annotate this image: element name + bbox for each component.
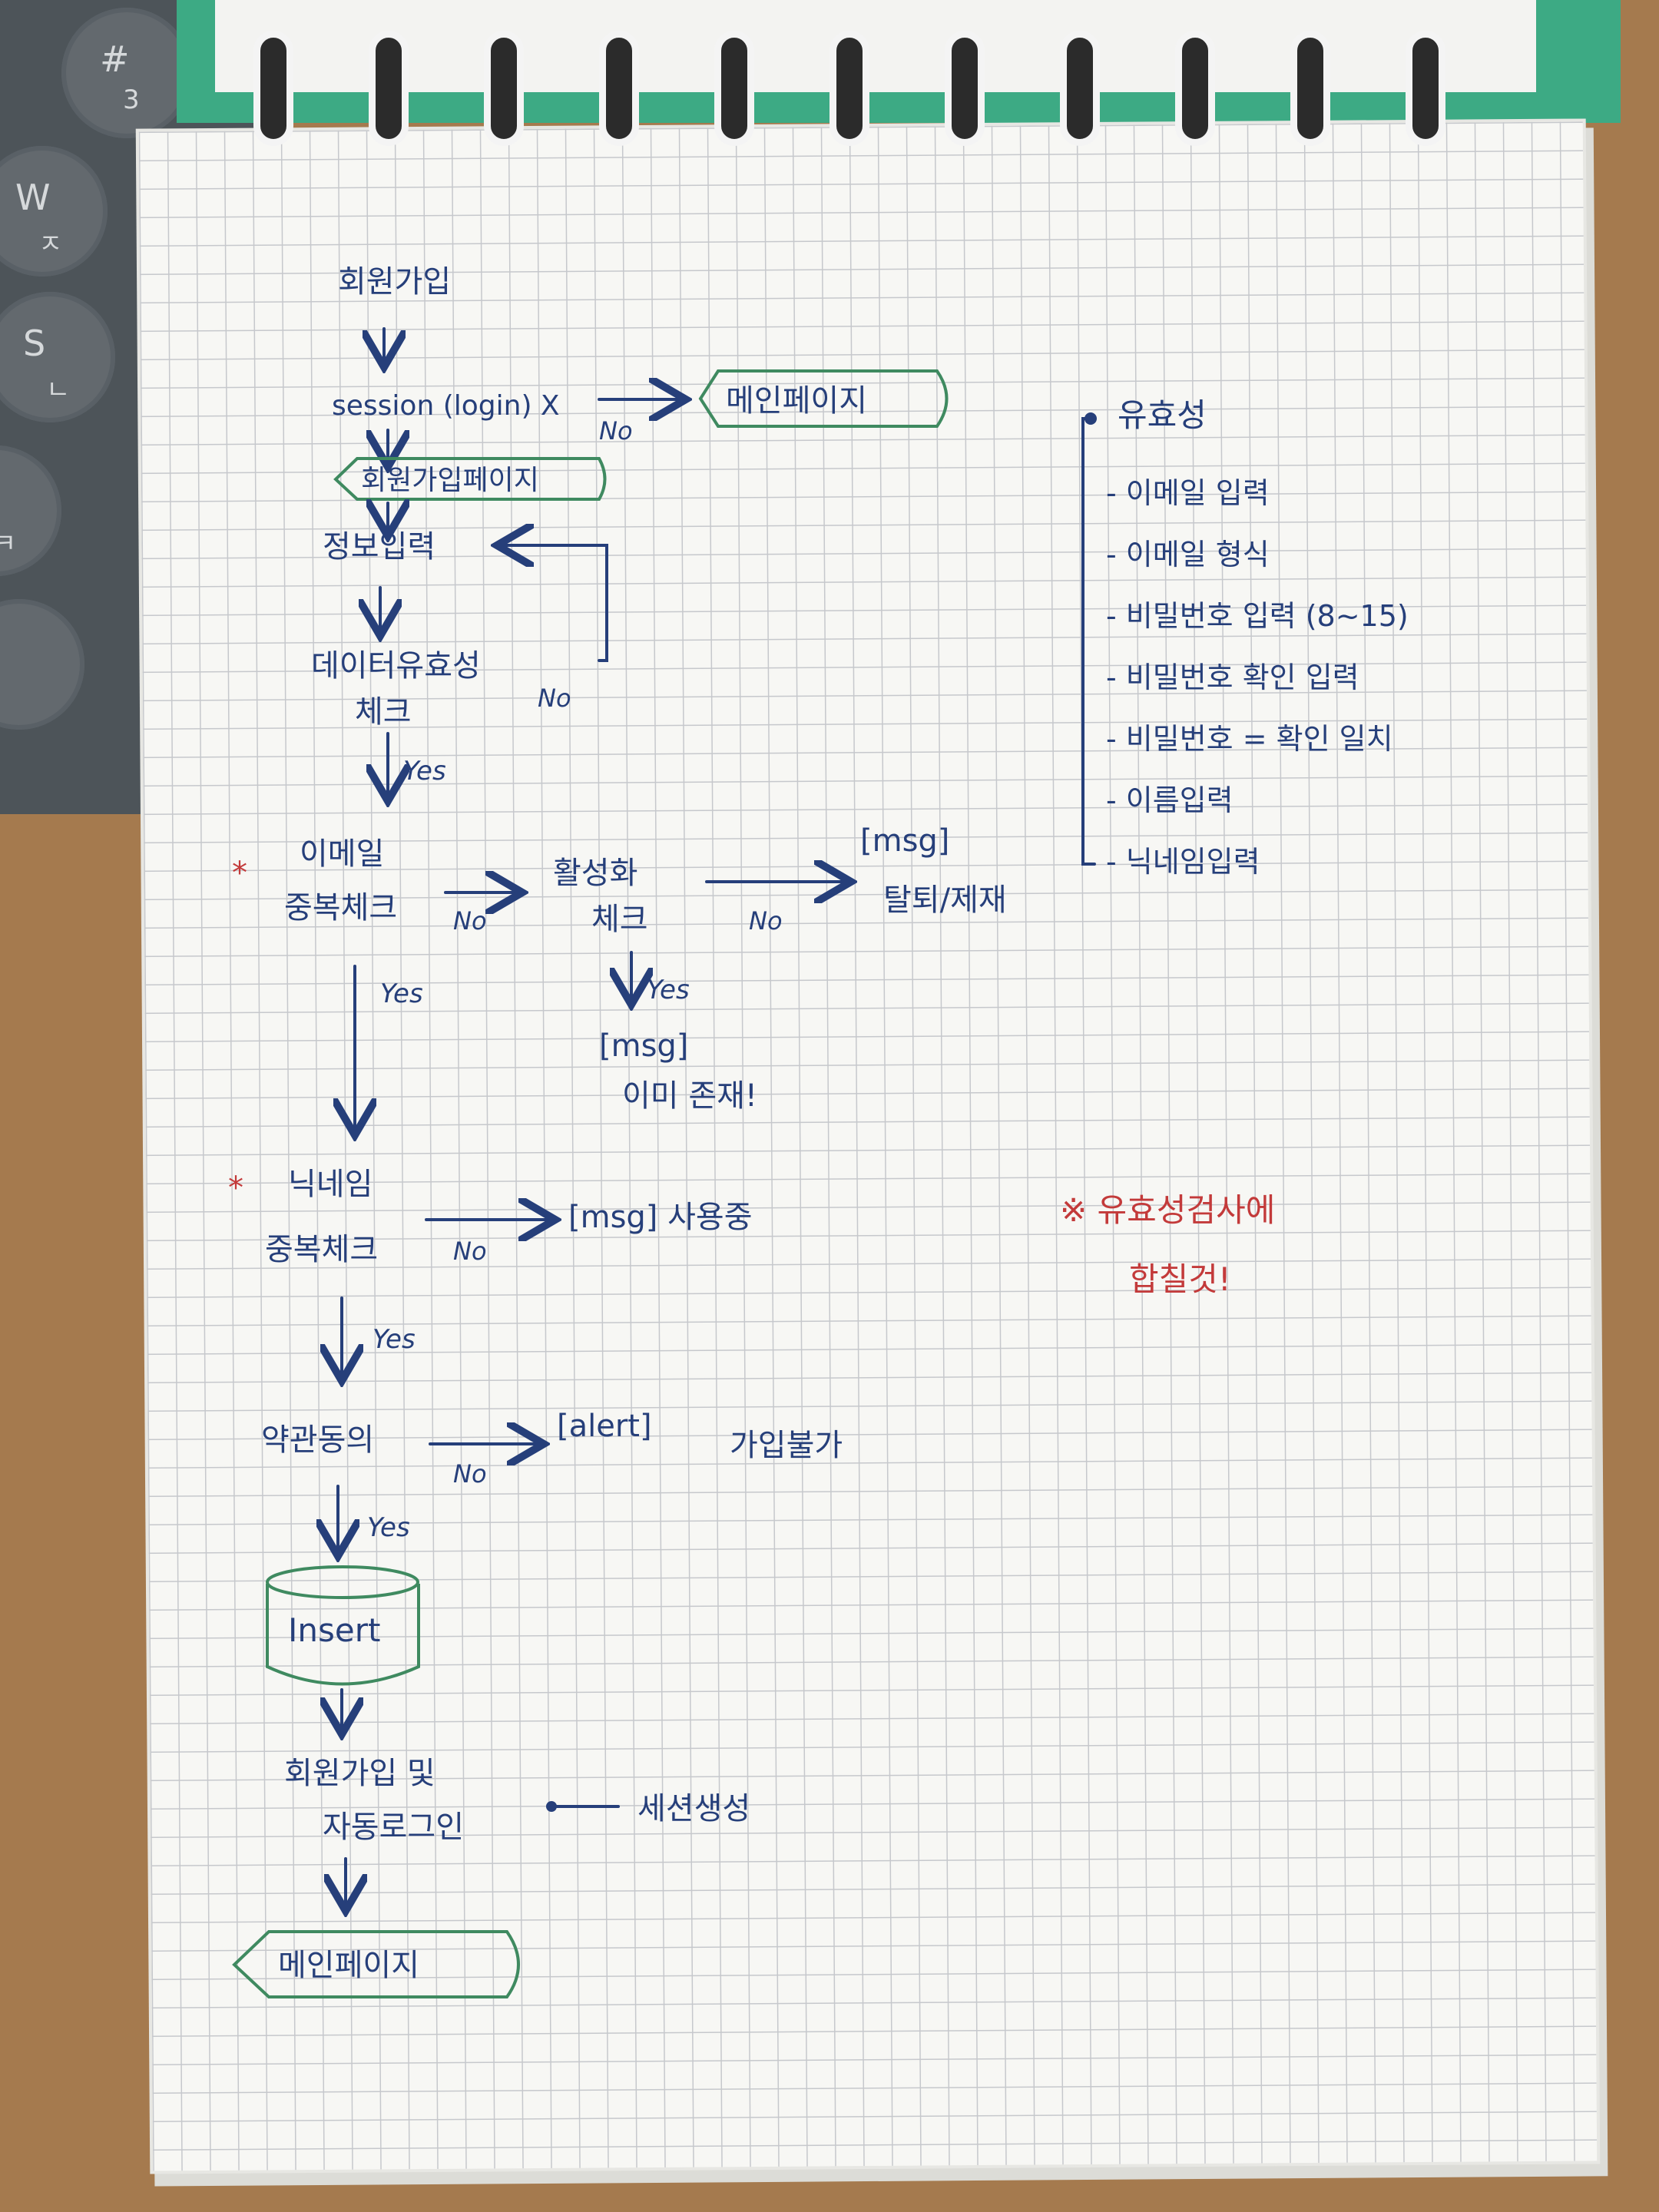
no-label: No <box>599 416 633 445</box>
note-label: ※ 유효성검사에 <box>1060 1191 1275 1229</box>
red-star-icon: * <box>232 856 247 891</box>
validity-item: - 이름입력 <box>1106 783 1233 817</box>
signup-page-label: 회원가입페이지 <box>361 465 539 496</box>
main-page-terminal-shape <box>232 1930 520 1998</box>
validity-item: - 비밀번호 = 확인 일치 <box>1106 722 1393 756</box>
nick-dup-label: 중복체크 <box>265 1232 378 1267</box>
active-check-label: 활성화 <box>553 856 637 891</box>
loop-arrow <box>503 545 608 662</box>
yes-label: Yes <box>380 979 423 1009</box>
bracket-line <box>1081 417 1096 866</box>
spiral-ring <box>1060 31 1100 146</box>
session-label: session (login) X <box>332 390 560 422</box>
exists-label: 이미 존재! <box>622 1078 757 1114</box>
msg-in-use-label: [msg] 사용중 <box>568 1200 753 1235</box>
no-label: No <box>453 1237 487 1266</box>
yes-label: Yes <box>373 1324 416 1355</box>
spiral-ring <box>830 31 869 146</box>
main-page-terminal-shape <box>698 369 949 428</box>
email-dup-label: 이메일 <box>300 836 384 872</box>
insert-label: Insert <box>288 1611 380 1649</box>
signup-page-terminal-shape <box>333 457 607 501</box>
no-label: No <box>453 906 487 935</box>
spiral-ring <box>714 31 754 146</box>
signup-login-label: 회원가입 및 <box>284 1756 435 1791</box>
no-label: No <box>538 684 571 713</box>
no-label: No <box>453 1459 487 1488</box>
database-top <box>266 1565 419 1599</box>
cannot-join-label: 가입불가 <box>730 1428 843 1463</box>
validity-item: - 비밀번호 입력 (8~15) <box>1106 599 1409 633</box>
keyboard-key: #3 <box>61 8 192 138</box>
email-dup-label: 중복체크 <box>284 890 397 926</box>
spiral-ring <box>599 31 639 146</box>
session-create-label: 세션생성 <box>637 1791 750 1826</box>
msg-label: [msg] <box>599 1028 688 1064</box>
spiral-ring <box>945 31 985 146</box>
msg-label: [msg] <box>860 823 949 859</box>
note-label: 합칠것! <box>1129 1260 1231 1298</box>
yes-label: Yes <box>647 975 690 1005</box>
validity-item: - 이메일 입력 <box>1106 476 1270 510</box>
validity-item: - 이메일 형식 <box>1106 538 1270 571</box>
active-check-label: 체크 <box>591 902 648 937</box>
main-page-label: 메인페이지 <box>726 383 867 419</box>
spiral-ring <box>1406 31 1445 146</box>
spiral-ring <box>484 31 524 146</box>
yes-label: Yes <box>403 756 446 786</box>
nick-dup-label: 닉네임 <box>288 1167 373 1202</box>
alert-label: [alert] <box>557 1409 652 1444</box>
red-star-icon: * <box>228 1171 243 1206</box>
withdraw-label: 탈퇴/제재 <box>883 882 1007 918</box>
validity-item: - 비밀번호 확인 입력 <box>1106 661 1359 694</box>
spiral-ring <box>1175 31 1215 146</box>
signup-login-label: 자동로그인 <box>323 1810 464 1845</box>
terms-label: 약관동의 <box>261 1422 374 1458</box>
database-icon <box>266 1584 420 1686</box>
spiral-ring <box>1290 31 1330 146</box>
spiral-ring <box>253 31 293 146</box>
yes-label: Yes <box>367 1512 410 1543</box>
validity-item: - 닉네임입력 <box>1106 845 1260 879</box>
start-label: 회원가입 <box>338 264 451 300</box>
main-page-label: 메인페이지 <box>278 1948 419 1983</box>
validity-check-label: 체크 <box>355 694 412 730</box>
no-label: No <box>749 906 783 935</box>
spiral-ring <box>369 31 409 146</box>
validity-check-label: 데이터유효성 <box>311 648 481 684</box>
validity-title: 유효성 <box>1118 396 1207 434</box>
input-label: 정보입력 <box>323 529 435 565</box>
